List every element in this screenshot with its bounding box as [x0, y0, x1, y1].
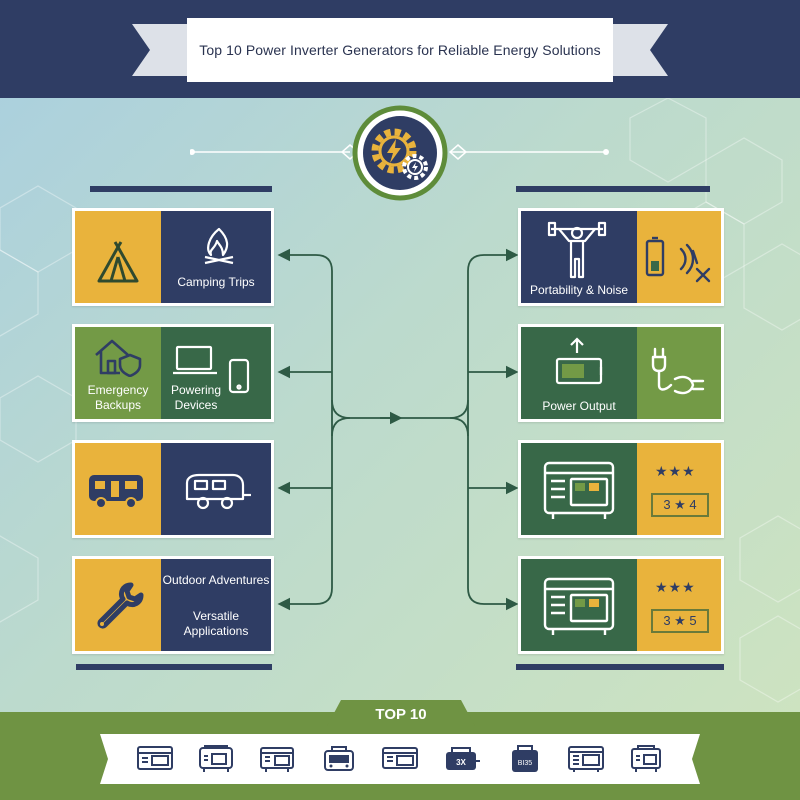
plug-icon	[651, 347, 705, 395]
travel-trailer-icon	[185, 473, 251, 510]
gear-lightning-icon	[352, 105, 448, 201]
card-power-output: Power Output	[518, 324, 724, 422]
banner-left-tail	[132, 24, 188, 76]
card-portability-noise: Portability & Noise	[518, 208, 724, 306]
card-label-emergency: Emergency Backups	[87, 383, 149, 412]
generator-7-icon: BI35	[511, 745, 538, 772]
sound-muted-icon	[679, 243, 711, 283]
generator-2-icon	[198, 745, 233, 772]
page-title: Top 10 Power Inverter Generators for Rel…	[187, 18, 613, 82]
card-emergency-devices: Emergency Backups Powering Devices	[72, 324, 274, 422]
ribbon-text-bi35: BI35	[517, 760, 532, 767]
right-section-bar	[516, 186, 710, 192]
generator-5-icon	[381, 747, 418, 769]
generator-4-icon	[323, 746, 354, 771]
star-rating: ★★★	[655, 463, 696, 479]
generator-9-icon	[631, 745, 662, 772]
generator-1-icon	[136, 746, 173, 770]
phone-icon	[228, 358, 250, 394]
right-bottom-bar	[516, 664, 724, 670]
tent-icon	[97, 241, 139, 283]
generator-ribbon: 3X BI35	[110, 734, 690, 784]
generator-3-icon	[260, 747, 295, 772]
battery-icon	[645, 236, 665, 277]
star-rating: ★★★	[655, 579, 696, 595]
rating-badge: 3 ★ 4	[651, 493, 709, 517]
banner-right-tail	[612, 24, 668, 76]
generator-6-icon: 3X	[446, 747, 481, 770]
card-camping-trips: Camping Trips	[72, 208, 274, 306]
card-label-versatile: Versatile Applications	[183, 609, 249, 638]
hexagon-pattern	[0, 98, 800, 703]
battery-upload-icon	[555, 337, 603, 385]
campfire-icon	[204, 227, 234, 265]
generator-icon	[543, 577, 615, 635]
card-rv-travel	[72, 440, 274, 538]
left-section-bar	[90, 186, 272, 192]
left-bottom-bar	[76, 664, 272, 670]
house-shield-icon	[95, 339, 142, 377]
card-label-outdoor: Outdoor Adventures	[162, 573, 270, 587]
rating-badge: 3 ★ 5	[651, 609, 709, 633]
card-label-portability: Portability & Noise	[529, 283, 629, 297]
generator-icon	[543, 461, 615, 519]
card-rating-4: ★★★ 3 ★ 4	[518, 440, 724, 538]
ribbon-text-3x: 3X	[456, 758, 466, 767]
card-label-power-output: Power Output	[542, 399, 616, 413]
weightlifter-icon	[547, 221, 607, 279]
card-rating-5: ★★★ 3 ★ 5	[518, 556, 724, 654]
card-label-camping: Camping Trips	[177, 275, 255, 289]
wrench-icon	[97, 582, 144, 629]
generator-8-icon	[567, 746, 604, 772]
camper-van-icon	[89, 475, 143, 509]
laptop-icon	[173, 345, 217, 375]
top-10-tab: TOP 10	[326, 700, 476, 728]
card-label-devices: Powering Devices	[170, 383, 222, 412]
card-outdoor-versatile: Outdoor Adventures Versatile Application…	[72, 556, 274, 654]
hub-lines	[190, 144, 609, 160]
